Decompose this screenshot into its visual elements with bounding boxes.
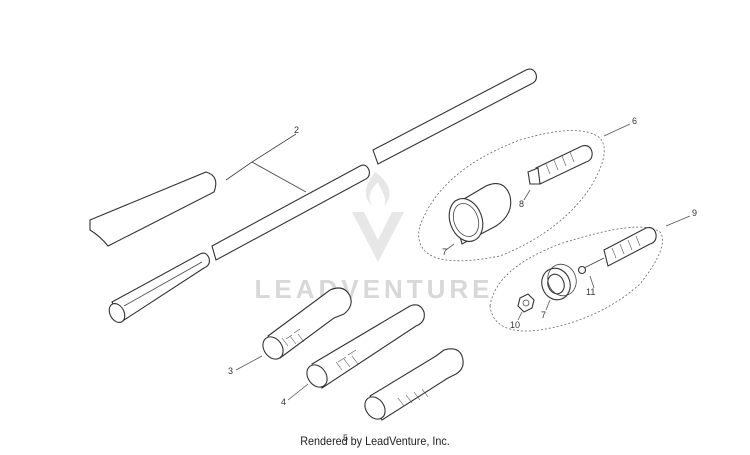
callout-8: 8: [519, 199, 524, 209]
group-9-outline: [489, 215, 691, 332]
part-11-threaded-rod: [577, 227, 657, 289]
callout-7a: 7: [442, 247, 447, 257]
callout-6: 6: [632, 116, 637, 126]
part-5-sleeve: [364, 348, 464, 421]
callout-2: 2: [294, 125, 299, 135]
part-8-threaded-rod: [523, 145, 593, 201]
group-6-outline: [418, 123, 631, 262]
callout-3: 3: [228, 366, 233, 376]
callout-9: 9: [692, 208, 697, 218]
part-10-nut: [517, 293, 535, 321]
part-7-cylinder: [445, 183, 512, 251]
part-2-decal: [89, 133, 307, 247]
leadventure-logo-icon: [352, 172, 404, 262]
callout-10: 10: [510, 320, 520, 330]
callout-5: 5: [343, 433, 348, 443]
watermark: LEADVENTURE: [254, 172, 493, 304]
callout-7b: 7: [541, 310, 546, 320]
part-2-tube: [108, 68, 537, 323]
part-3-sleeve: [235, 287, 352, 371]
watermark-text: LEADVENTURE: [254, 274, 493, 304]
callout-4: 4: [281, 397, 286, 407]
render-credit: Rendered by LeadVenture, Inc.: [300, 434, 450, 448]
part-4-sleeve: [287, 304, 425, 401]
part-7-washer: [541, 263, 577, 311]
callout-11: 11: [586, 287, 595, 297]
